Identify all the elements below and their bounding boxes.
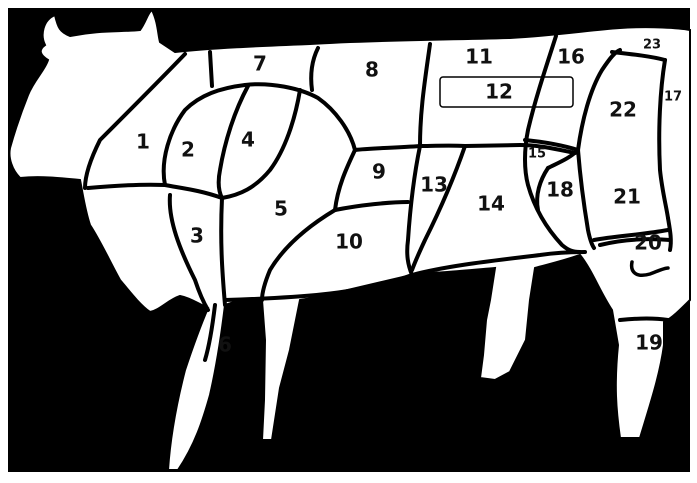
label-16: 16 (557, 45, 585, 69)
label-17: 17 (664, 90, 682, 105)
label-20: 20 (634, 231, 662, 255)
label-10: 10 (335, 230, 363, 254)
label-2: 2 (181, 138, 195, 162)
label-18: 18 (546, 178, 574, 202)
label-12: 12 (485, 80, 513, 104)
label-8: 8 (365, 58, 379, 82)
label-21: 21 (613, 185, 641, 209)
label-3: 3 (190, 224, 204, 248)
label-19: 19 (635, 331, 663, 355)
label-14: 14 (477, 192, 505, 216)
label-23: 23 (643, 38, 661, 53)
label-13: 13 (420, 173, 448, 197)
label-7: 7 (253, 52, 267, 76)
label-9: 9 (372, 160, 386, 184)
label-15: 15 (528, 147, 546, 162)
label-4: 4 (241, 128, 255, 152)
label-22: 22 (609, 98, 637, 122)
label-1: 1 (136, 130, 150, 154)
label-11: 11 (465, 45, 493, 69)
label-6: 6 (218, 333, 232, 357)
label-5: 5 (274, 197, 288, 221)
